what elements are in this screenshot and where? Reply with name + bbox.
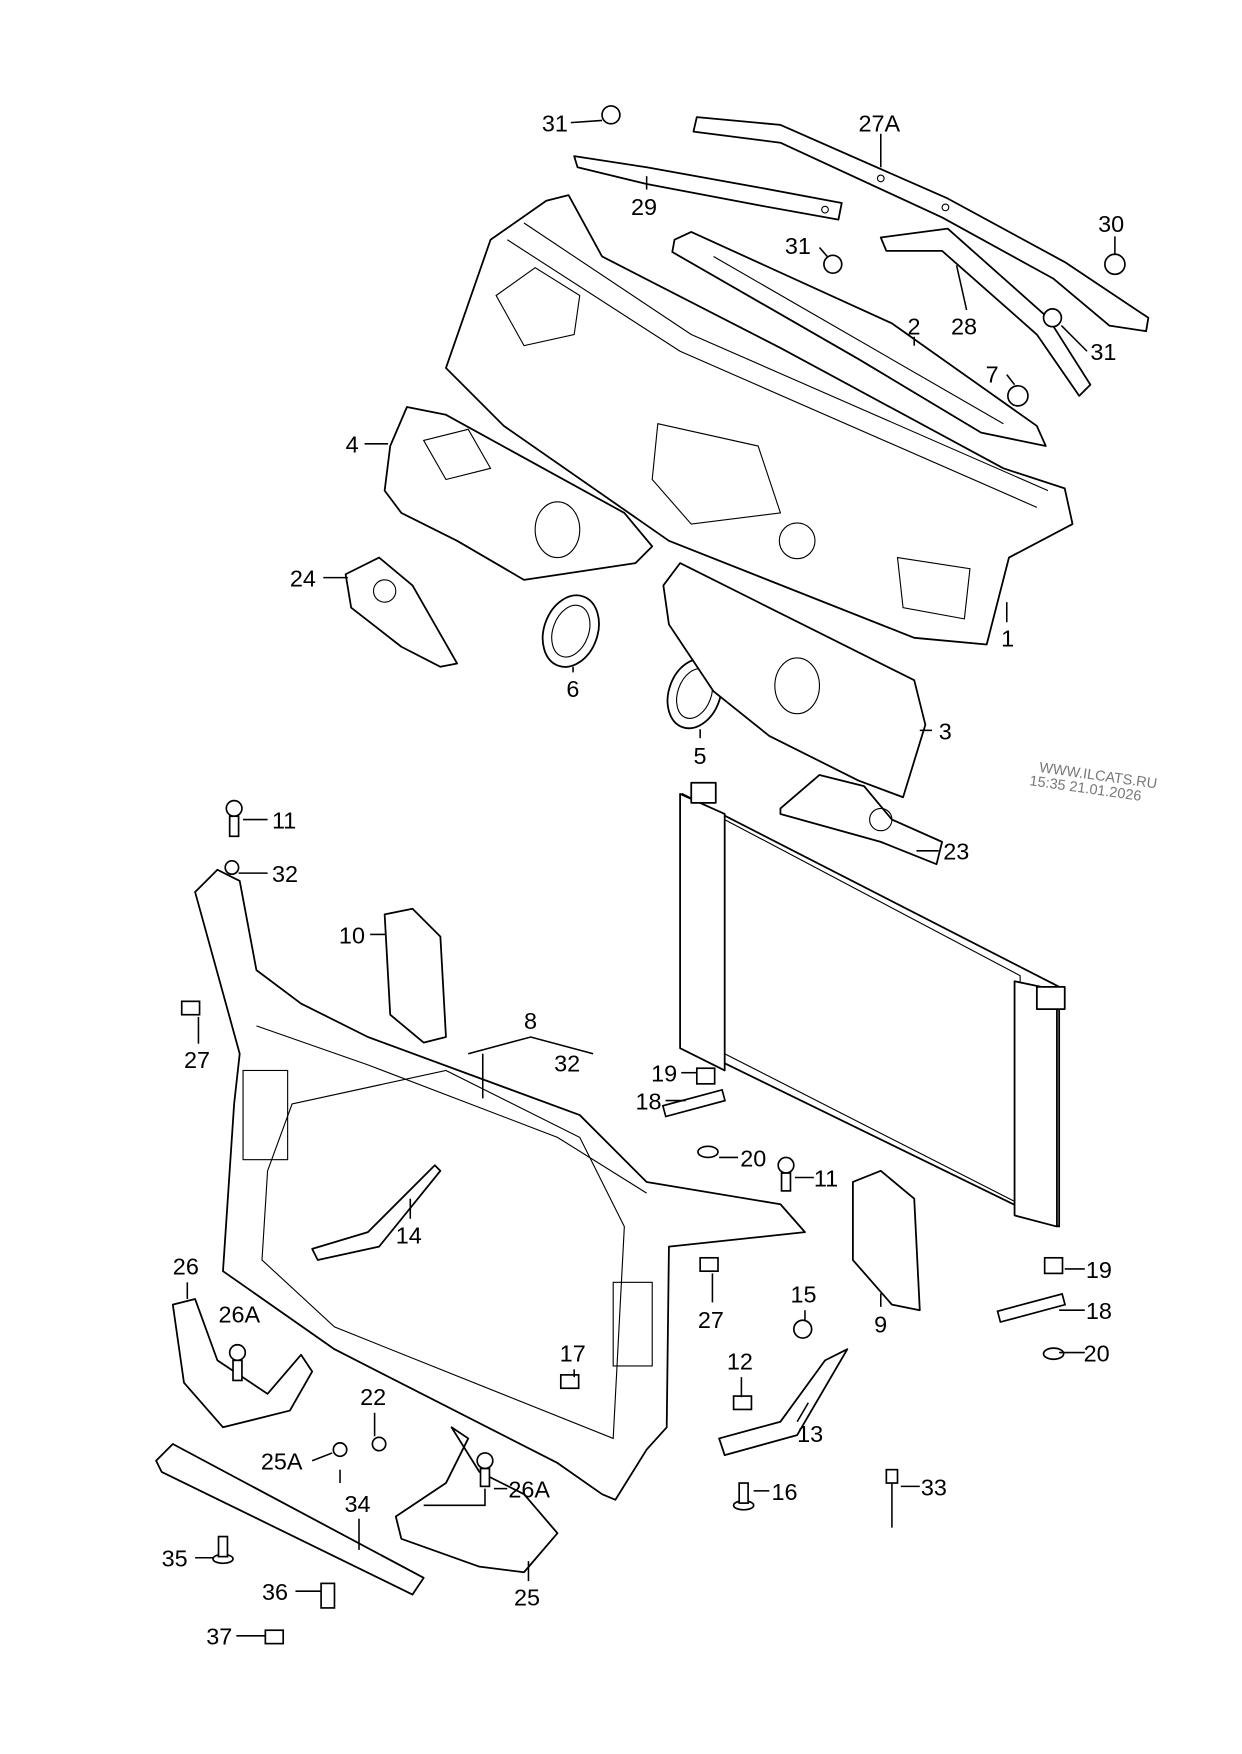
part-25-bracket [394,1426,559,1574]
part-3-insulation [662,562,927,799]
leader-lines [186,119,1116,1637]
callout-31: 31 [1090,339,1116,365]
callout-11: 11 [814,1165,838,1191]
callout-26A: 26A [508,1477,550,1503]
callout-3: 3 [939,718,952,744]
callout-8: 8 [524,1008,537,1034]
callout-32: 32 [272,861,298,887]
part-8-lock-carrier [194,868,806,1501]
callout-12: 12 [727,1348,753,1374]
callout-6: 6 [566,676,579,702]
callout-25: 25 [514,1585,540,1611]
callout-31: 31 [785,233,811,259]
part-9-seal-plate [852,1169,921,1312]
part-6-grommet [541,594,600,668]
callout-34: 34 [345,1491,371,1517]
callout-23: 23 [943,839,969,865]
callout-28: 28 [951,314,977,340]
callout-30: 30 [1098,211,1124,237]
part-13-strip [718,1348,849,1457]
callout-36: 36 [262,1579,288,1605]
callout-7: 7 [986,361,999,387]
part-34-guide [155,1443,425,1596]
callout-32: 32 [554,1051,580,1077]
callout-13: 13 [797,1421,823,1447]
callout-labels: 31 27A 29 31 30 28 2 31 7 4 1 24 6 3 5 2… [162,111,1125,1650]
callout-20: 20 [1084,1340,1110,1366]
callout-5: 5 [693,743,706,769]
part-23-insulation [779,774,943,866]
callout-10: 10 [339,922,365,948]
callout-9: 9 [874,1312,887,1338]
callout-16: 16 [772,1479,798,1505]
callout-19: 19 [1086,1257,1112,1283]
callout-25A: 25A [261,1449,303,1475]
radiator [679,781,1066,1228]
callout-33: 33 [921,1474,947,1500]
fasteners [180,105,1126,1645]
callout-26: 26 [173,1254,199,1280]
callout-18: 18 [635,1088,661,1114]
callout-27: 27 [184,1047,210,1073]
callout-2: 2 [908,314,921,340]
part-29-bracket [573,155,843,221]
part-26-bracket [171,1298,314,1429]
callout-20: 20 [740,1145,766,1171]
callout-35: 35 [162,1546,188,1572]
callout-15: 15 [790,1281,816,1307]
part-24-insulation [344,556,459,668]
callout-11: 11 [272,807,296,833]
callout-31: 31 [542,111,568,137]
part-27A-strip [692,116,1150,333]
callout-4: 4 [346,432,359,458]
callout-14: 14 [396,1222,422,1248]
callout-27A: 27A [858,111,900,137]
part-2-frame [671,231,1047,447]
callout-29: 29 [631,194,657,220]
part-1-cowl-panel [445,194,1074,646]
callout-1: 1 [1001,626,1014,652]
callout-37: 37 [206,1624,232,1650]
part-4-insulation [383,406,654,581]
callout-27: 27 [698,1307,724,1333]
watermark: WWW.ILCATS.RU 15:35 21.01.2026 [1028,760,1158,805]
part-10-seal-plate [383,907,447,1044]
part-14-strip [311,1164,442,1261]
callout-19: 19 [651,1061,677,1087]
callout-22: 22 [360,1384,386,1410]
part-28-bracket [879,227,1092,397]
callout-26A: 26A [219,1301,261,1327]
callout-17: 17 [560,1340,586,1366]
callout-24: 24 [290,566,316,592]
callout-18: 18 [1086,1298,1112,1324]
